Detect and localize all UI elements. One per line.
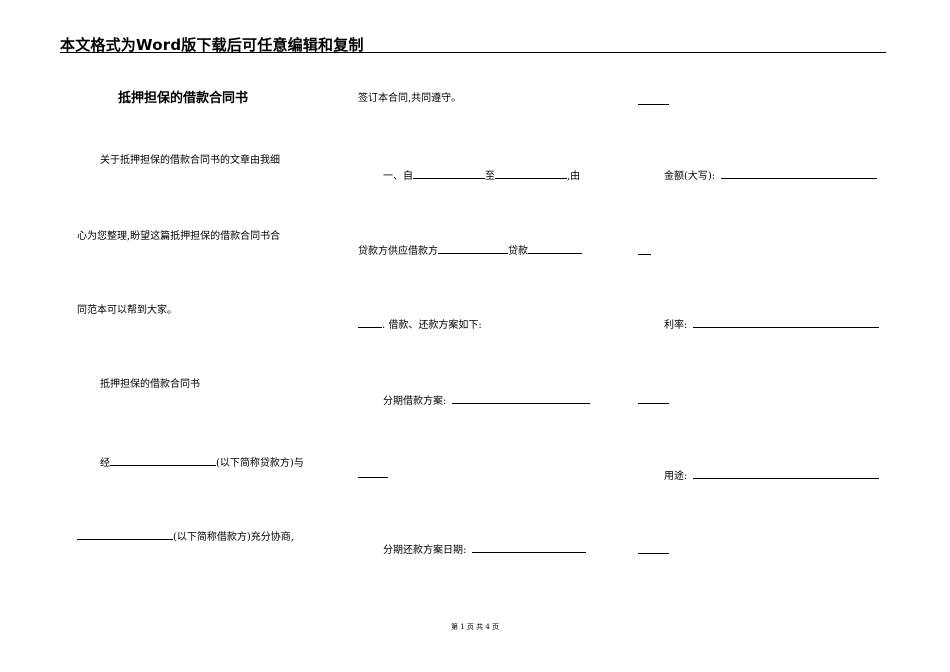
installment-plan-line: 分期借款方案: <box>383 393 591 408</box>
rate-line: 利率: <box>664 317 880 332</box>
supply-prefix: 贷款方供应借款方 <box>358 246 438 257</box>
term-line: 一、自 至 ,由 <box>383 168 580 183</box>
lender-line: 经 (以下简称贷款方)与 <box>100 455 304 470</box>
end-date-blank[interactable] <box>495 168 567 179</box>
purpose-label: 用途: <box>664 471 688 482</box>
installment-plan-label: 分期借款方案: <box>383 396 447 407</box>
amount-label: 金额(大写): <box>664 171 716 182</box>
intro-line-3: 同范本可以帮到大家。 <box>77 305 177 316</box>
borrower-line: (以下简称借款方)充分协商, <box>77 529 294 544</box>
installment-plan-blank[interactable] <box>452 393 591 404</box>
intro-line-1: 关于抵押担保的借款合同书的文章由我细 <box>100 155 280 166</box>
plan-prefix-blank[interactable] <box>358 317 382 328</box>
supply-mid: 贷款 <box>508 246 528 257</box>
rate-blank[interactable] <box>693 317 880 328</box>
purpose-blank[interactable] <box>693 468 880 479</box>
intro-line-2: 心为您整理,盼望这篇抵押担保的借款合同书合 <box>77 231 281 242</box>
lender-prefix: 经 <box>100 458 110 469</box>
sign-line: 签订本合同,共同遵守。 <box>358 93 462 104</box>
rate-label: 利率: <box>664 320 688 331</box>
supply-amount-blank[interactable] <box>438 243 508 254</box>
document-title: 抵押担保的借款合同书 <box>118 91 249 106</box>
term-suffix: ,由 <box>567 171 581 182</box>
supply-type-blank[interactable] <box>528 243 582 254</box>
term-mid: 至 <box>485 171 495 182</box>
page-number: 第 1 页 共 4 页 <box>450 623 500 631</box>
amount-line: 金额(大写): <box>664 168 878 183</box>
supply-line: 贷款方供应借款方 贷款 <box>358 243 582 258</box>
installment-date-blank[interactable] <box>472 542 587 553</box>
plan-label: . 借款、还款方案如下: <box>382 320 482 331</box>
borrower-name-blank[interactable] <box>77 529 173 540</box>
installment-date-line: 分期还款方案日期: <box>383 542 587 557</box>
blank-line[interactable] <box>358 477 388 478</box>
amount-blank[interactable] <box>721 168 878 179</box>
blank-line[interactable] <box>638 553 669 554</box>
blank-line[interactable] <box>638 403 669 404</box>
header-rule <box>60 52 886 53</box>
borrower-suffix: (以下简称借款方)充分协商, <box>173 532 294 543</box>
term-prefix: 一、自 <box>383 171 413 182</box>
installment-date-label: 分期还款方案日期: <box>383 545 467 556</box>
lender-suffix: (以下简称贷款方)与 <box>216 458 304 469</box>
page-header: 本文格式为Word版下载后可任意编辑和复制 <box>60 36 364 54</box>
blank-line[interactable] <box>638 104 669 105</box>
lender-name-blank[interactable] <box>110 455 216 466</box>
purpose-line: 用途: <box>664 468 880 483</box>
contract-subtitle: 抵押担保的借款合同书 <box>100 379 200 390</box>
blank-line[interactable] <box>638 254 651 255</box>
plan-line: . 借款、还款方案如下: <box>358 317 482 332</box>
start-date-blank[interactable] <box>413 168 485 179</box>
